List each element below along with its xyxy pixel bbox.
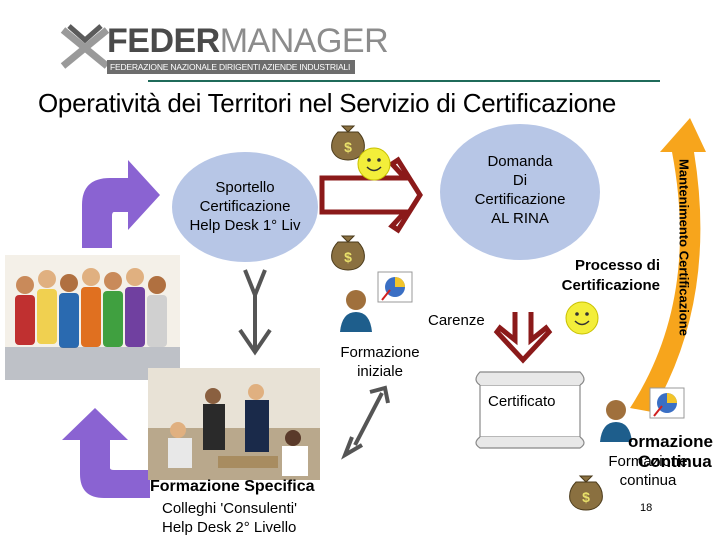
people-group-image bbox=[5, 255, 180, 380]
formazione-continua-big-label: ormazione Continua bbox=[628, 432, 714, 471]
logo-brand-left: FEDER bbox=[107, 22, 220, 60]
page-number: 18 bbox=[640, 502, 653, 514]
logo-tagline: FEDERAZIONE NAZIONALE DIRIGENTI AZIENDE … bbox=[110, 62, 351, 72]
person-icon bbox=[340, 290, 372, 332]
domanda-label: Domanda Di Certificazione AL RINA bbox=[474, 153, 566, 227]
logo-brand-right: MANAGER bbox=[219, 22, 389, 60]
colleghi-label: Colleghi 'Consulenti' Help Desk 2° Livel… bbox=[162, 500, 297, 536]
certificato-scroll-icon bbox=[475, 371, 585, 449]
sportello-label: Sportello Certificazione Help Desk 1° Li… bbox=[189, 179, 301, 234]
smiley-icon bbox=[565, 301, 599, 335]
processo-label: Processo di Certificazione bbox=[561, 257, 660, 294]
certificato-label: Certificato bbox=[488, 393, 556, 410]
formazione-iniziale-label: Formazione iniziale bbox=[340, 344, 420, 380]
formazione-specifica-label: Formazione Specifica bbox=[150, 478, 315, 495]
mantenimento-curved-arrow-icon bbox=[630, 118, 706, 412]
pie-chart-icon bbox=[649, 387, 685, 419]
sportello-down-arrow-icon bbox=[238, 269, 272, 356]
page-title: Operatività dei Territori nel Servizio d… bbox=[38, 88, 617, 118]
money-bag-icon bbox=[331, 125, 365, 161]
money-bag-icon bbox=[331, 235, 365, 271]
meeting-photo bbox=[148, 368, 320, 480]
pie-chart-icon bbox=[377, 271, 413, 303]
formazione-iniziale-arrow-icon bbox=[341, 385, 390, 460]
mantenimento-label: Mantenimento Certificazione bbox=[676, 159, 692, 336]
formazione-continua-small-label: Formazione continua bbox=[608, 453, 688, 489]
smiley-icon bbox=[357, 147, 391, 181]
purple-return-arrow-top-icon bbox=[82, 160, 160, 248]
logo: FEDERMANAGER FEDERAZIONE NAZIONALE DIRIG… bbox=[55, 20, 389, 78]
header-divider bbox=[148, 80, 660, 82]
sportello-to-domanda-arrow-icon bbox=[319, 156, 423, 234]
logo-emblem-icon bbox=[60, 24, 110, 69]
carenze-label: Carenze bbox=[428, 312, 485, 329]
processo-to-certificato-arrow-icon bbox=[493, 312, 553, 364]
domanda-circle bbox=[440, 124, 600, 260]
purple-return-arrow-bottom-icon bbox=[62, 408, 150, 498]
sportello-circle bbox=[172, 152, 318, 262]
